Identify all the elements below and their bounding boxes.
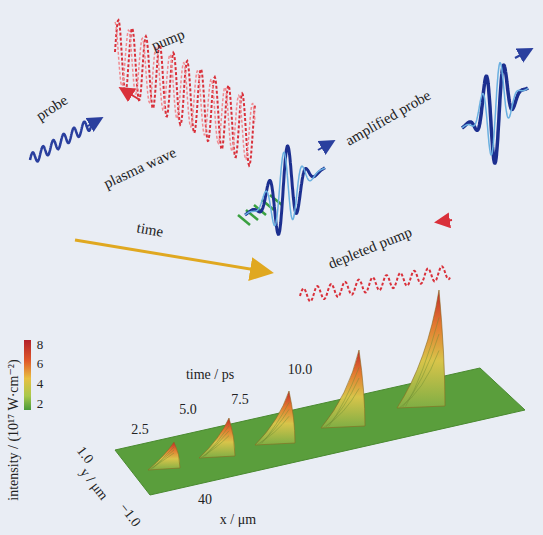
axis-label: 2 [37,397,44,411]
axis-label: 1.0 [74,443,97,466]
axis-label: 6 [37,357,44,371]
peak-contour [400,351,439,408]
axis-label: 8 [37,338,44,352]
pump-arrow [122,89,140,100]
peak-contour [153,447,174,469]
intensity-peaks [148,290,445,470]
scheme-label: plasma wave [101,144,179,192]
scheme-label: probe [33,92,71,124]
peak-contour [403,334,439,407]
axis-label: 5.0 [179,402,197,417]
probe-wave [30,122,92,162]
scheme-label: pump [149,26,187,54]
peak-contour [329,368,359,427]
raman-scheme [30,20,530,301]
peak-contour [326,378,359,427]
peak-contour [205,426,229,457]
probe-pulse [245,152,325,225]
plasma-wave [238,215,250,225]
peak-contour [262,403,289,444]
base-plane [115,368,525,495]
depleted-pump-wave [300,266,450,301]
pulse-arrow [318,142,332,150]
scheme-label: depleted pump [326,224,414,273]
intensity-peak [397,290,445,408]
intensity-peak [255,391,295,445]
axis-label: −1.0 [116,500,144,529]
pump-wave [115,20,255,165]
amplified-pulse [462,63,528,155]
pump-arrow [438,220,452,222]
axis-label: 10.0 [288,362,313,377]
axis-label: 40 [198,492,212,507]
peak-contour [406,318,439,407]
axis-label: time / ps [186,367,234,382]
scheme-label: amplified probe [343,87,434,149]
probe-arrow [86,119,100,127]
colorbar [24,340,31,410]
intensity-peak [199,418,235,458]
axis-label: 2.5 [131,422,149,437]
time-arrow [75,240,268,272]
axis-label: x / μm [220,512,256,527]
intensity-peak [148,442,180,470]
pump-wave [115,22,255,160]
peak-contour [151,450,174,469]
probe-pulse [245,146,325,234]
axis-label: intensity / (10¹⁷ W·cm⁻²) [6,359,21,500]
intensity-peak [321,350,365,428]
axis-label: 7.5 [231,392,249,407]
axis-label: y / μm [77,465,111,503]
peak-contour [324,389,359,428]
axis-label: 4 [37,377,44,391]
amplified-arrow [515,50,530,58]
scheme-label: time [135,220,164,241]
